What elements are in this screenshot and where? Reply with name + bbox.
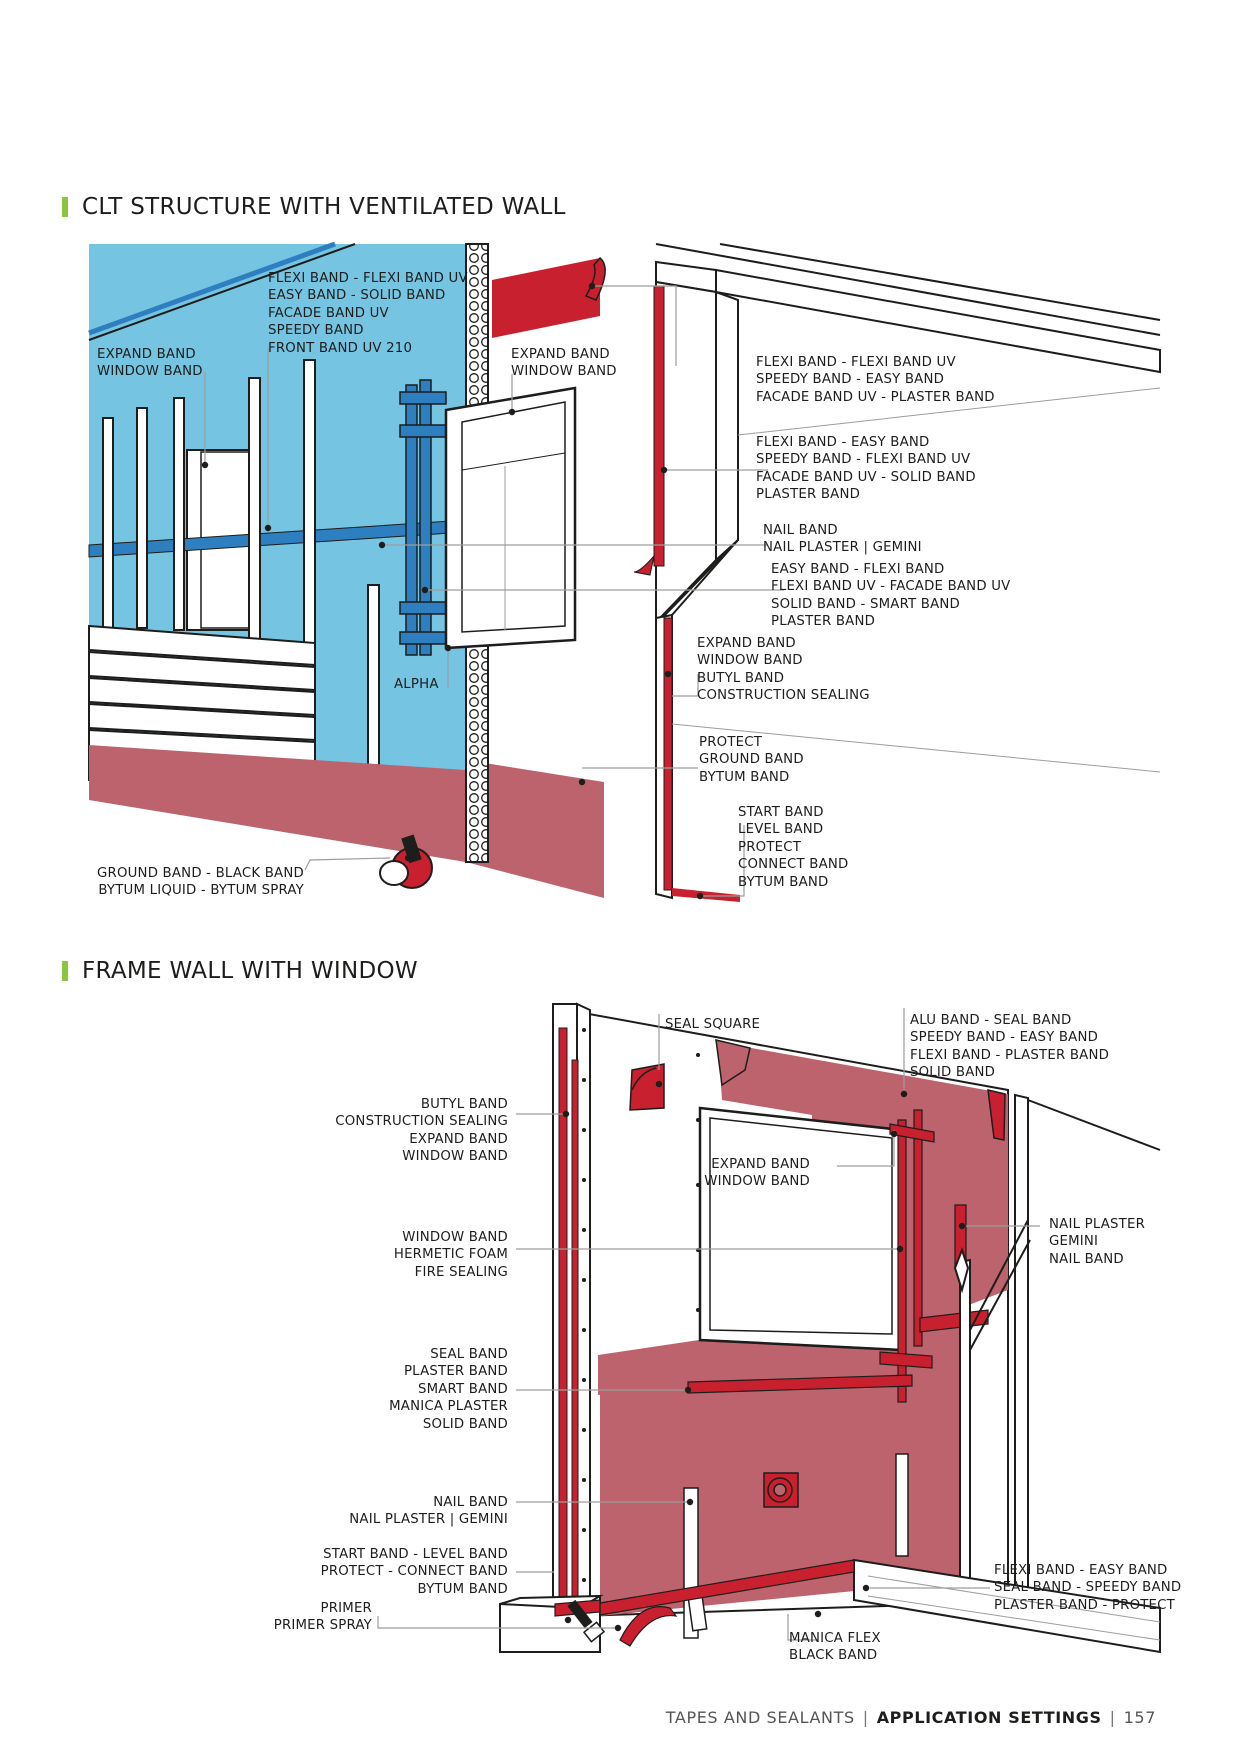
frame-label-nail-band: NAIL BAND NAIL PLASTER | GEMINI <box>349 1495 508 1528</box>
clt-label-right-top: FLEXI BAND - FLEXI BAND UV SPEEDY BAND -… <box>756 355 995 405</box>
frame-label-alu: ALU BAND - SEAL BAND SPEEDY BAND - EASY … <box>910 1013 1110 1081</box>
frame-label-seal-square: SEAL SQUARE <box>665 1017 761 1032</box>
clt-vertical-battens <box>102 359 380 826</box>
section-title-frame: FRAME WALL WITH WINDOW <box>82 958 418 984</box>
page-number: 157 <box>1123 1708 1156 1727</box>
clt-label-start: START BAND LEVEL BAND PROTECT CONNECT BA… <box>738 805 849 890</box>
frame-label-expand-window: EXPAND BAND WINDOW BAND <box>704 1157 810 1190</box>
frame-seal-square <box>629 1063 665 1111</box>
frame-label-butyl: BUTYL BAND CONSTRUCTION SEALING EXPAND B… <box>335 1097 508 1165</box>
clt-label-right-3: EASY BAND - FLEXI BAND FLEXI BAND UV - F… <box>771 562 1011 630</box>
frame-label-nail-plaster: NAIL PLASTER GEMINI NAIL BAND <box>1049 1217 1146 1267</box>
frame-leader-lines <box>377 1008 1040 1641</box>
clt-window-frame <box>444 386 577 650</box>
section-marker-icon <box>62 197 68 217</box>
section-marker-icon <box>62 961 68 981</box>
frame-pipe-sleeve <box>763 1472 799 1508</box>
clt-label-protect: PROTECT GROUND BAND BYTUM BAND <box>699 735 804 785</box>
frame-label-start-group: START BAND - LEVEL BAND PROTECT - CONNEC… <box>320 1547 508 1597</box>
frame-leader-dots <box>562 1080 966 1632</box>
page-footer: TAPES AND SEALANTS | APPLICATION SETTINGS |… <box>666 1708 1156 1727</box>
section-heading-frame: FRAME WALL WITH WINDOW <box>62 958 418 984</box>
clt-label-alpha: ALPHA <box>394 677 439 692</box>
clt-right-wall-top-line <box>655 243 1161 336</box>
clt-label-ground: GROUND BAND - BLACK BAND BYTUM LIQUID - … <box>97 866 304 899</box>
clt-perspective-lines <box>671 387 1161 773</box>
clt-pipe-sleeve <box>379 834 433 889</box>
footer-separator: | <box>862 1708 869 1727</box>
clt-label-right-2: FLEXI BAND - EASY BAND SPEEDY BAND - FLE… <box>756 435 976 503</box>
section-heading-clt: CLT STRUCTURE WITH VENTILATED WALL <box>62 194 566 220</box>
clt-leader-lines <box>204 285 784 897</box>
frame-window <box>698 1106 904 1352</box>
clt-label-expand-window-center: EXPAND BAND WINDOW BAND <box>511 347 617 380</box>
clt-ground-membrane <box>89 745 604 898</box>
footer-separator: | <box>1109 1708 1116 1727</box>
clt-leader-dots <box>201 282 704 900</box>
frame-primer-brush <box>567 1599 606 1643</box>
footer-document-title: TAPES AND SEALANTS <box>665 1708 855 1727</box>
footer-section-title: APPLICATION SETTINGS <box>876 1708 1102 1727</box>
clt-top-tape <box>492 256 606 338</box>
section-title-clt: CLT STRUCTURE WITH VENTILATED WALL <box>82 194 566 220</box>
frame-label-primer: PRIMER PRIMER SPRAY <box>273 1601 372 1634</box>
frame-label-seal-group: SEAL BAND PLASTER BAND SMART BAND MANICA… <box>389 1347 508 1432</box>
clt-label-nail: NAIL BAND NAIL PLASTER | GEMINI <box>763 523 922 556</box>
frame-label-manica: MANICA FLEX BLACK BAND <box>789 1631 881 1664</box>
clt-label-right-4: EXPAND BAND WINDOW BAND BUTYL BAND CONST… <box>697 636 870 704</box>
frame-label-flexi-bottom: FLEXI BAND - EASY BAND SEAL BAND - SPEED… <box>994 1563 1182 1613</box>
clt-label-flexi-group: FLEXI BAND - FLEXI BAND UV EASY BAND - S… <box>268 271 468 356</box>
clt-window-brackets <box>399 379 447 656</box>
clt-label-expand-window-left: EXPAND BAND WINDOW BAND <box>97 347 203 380</box>
frame-label-window-hermetic: WINDOW BAND HERMETIC FOAM FIRE SEALING <box>393 1230 508 1280</box>
